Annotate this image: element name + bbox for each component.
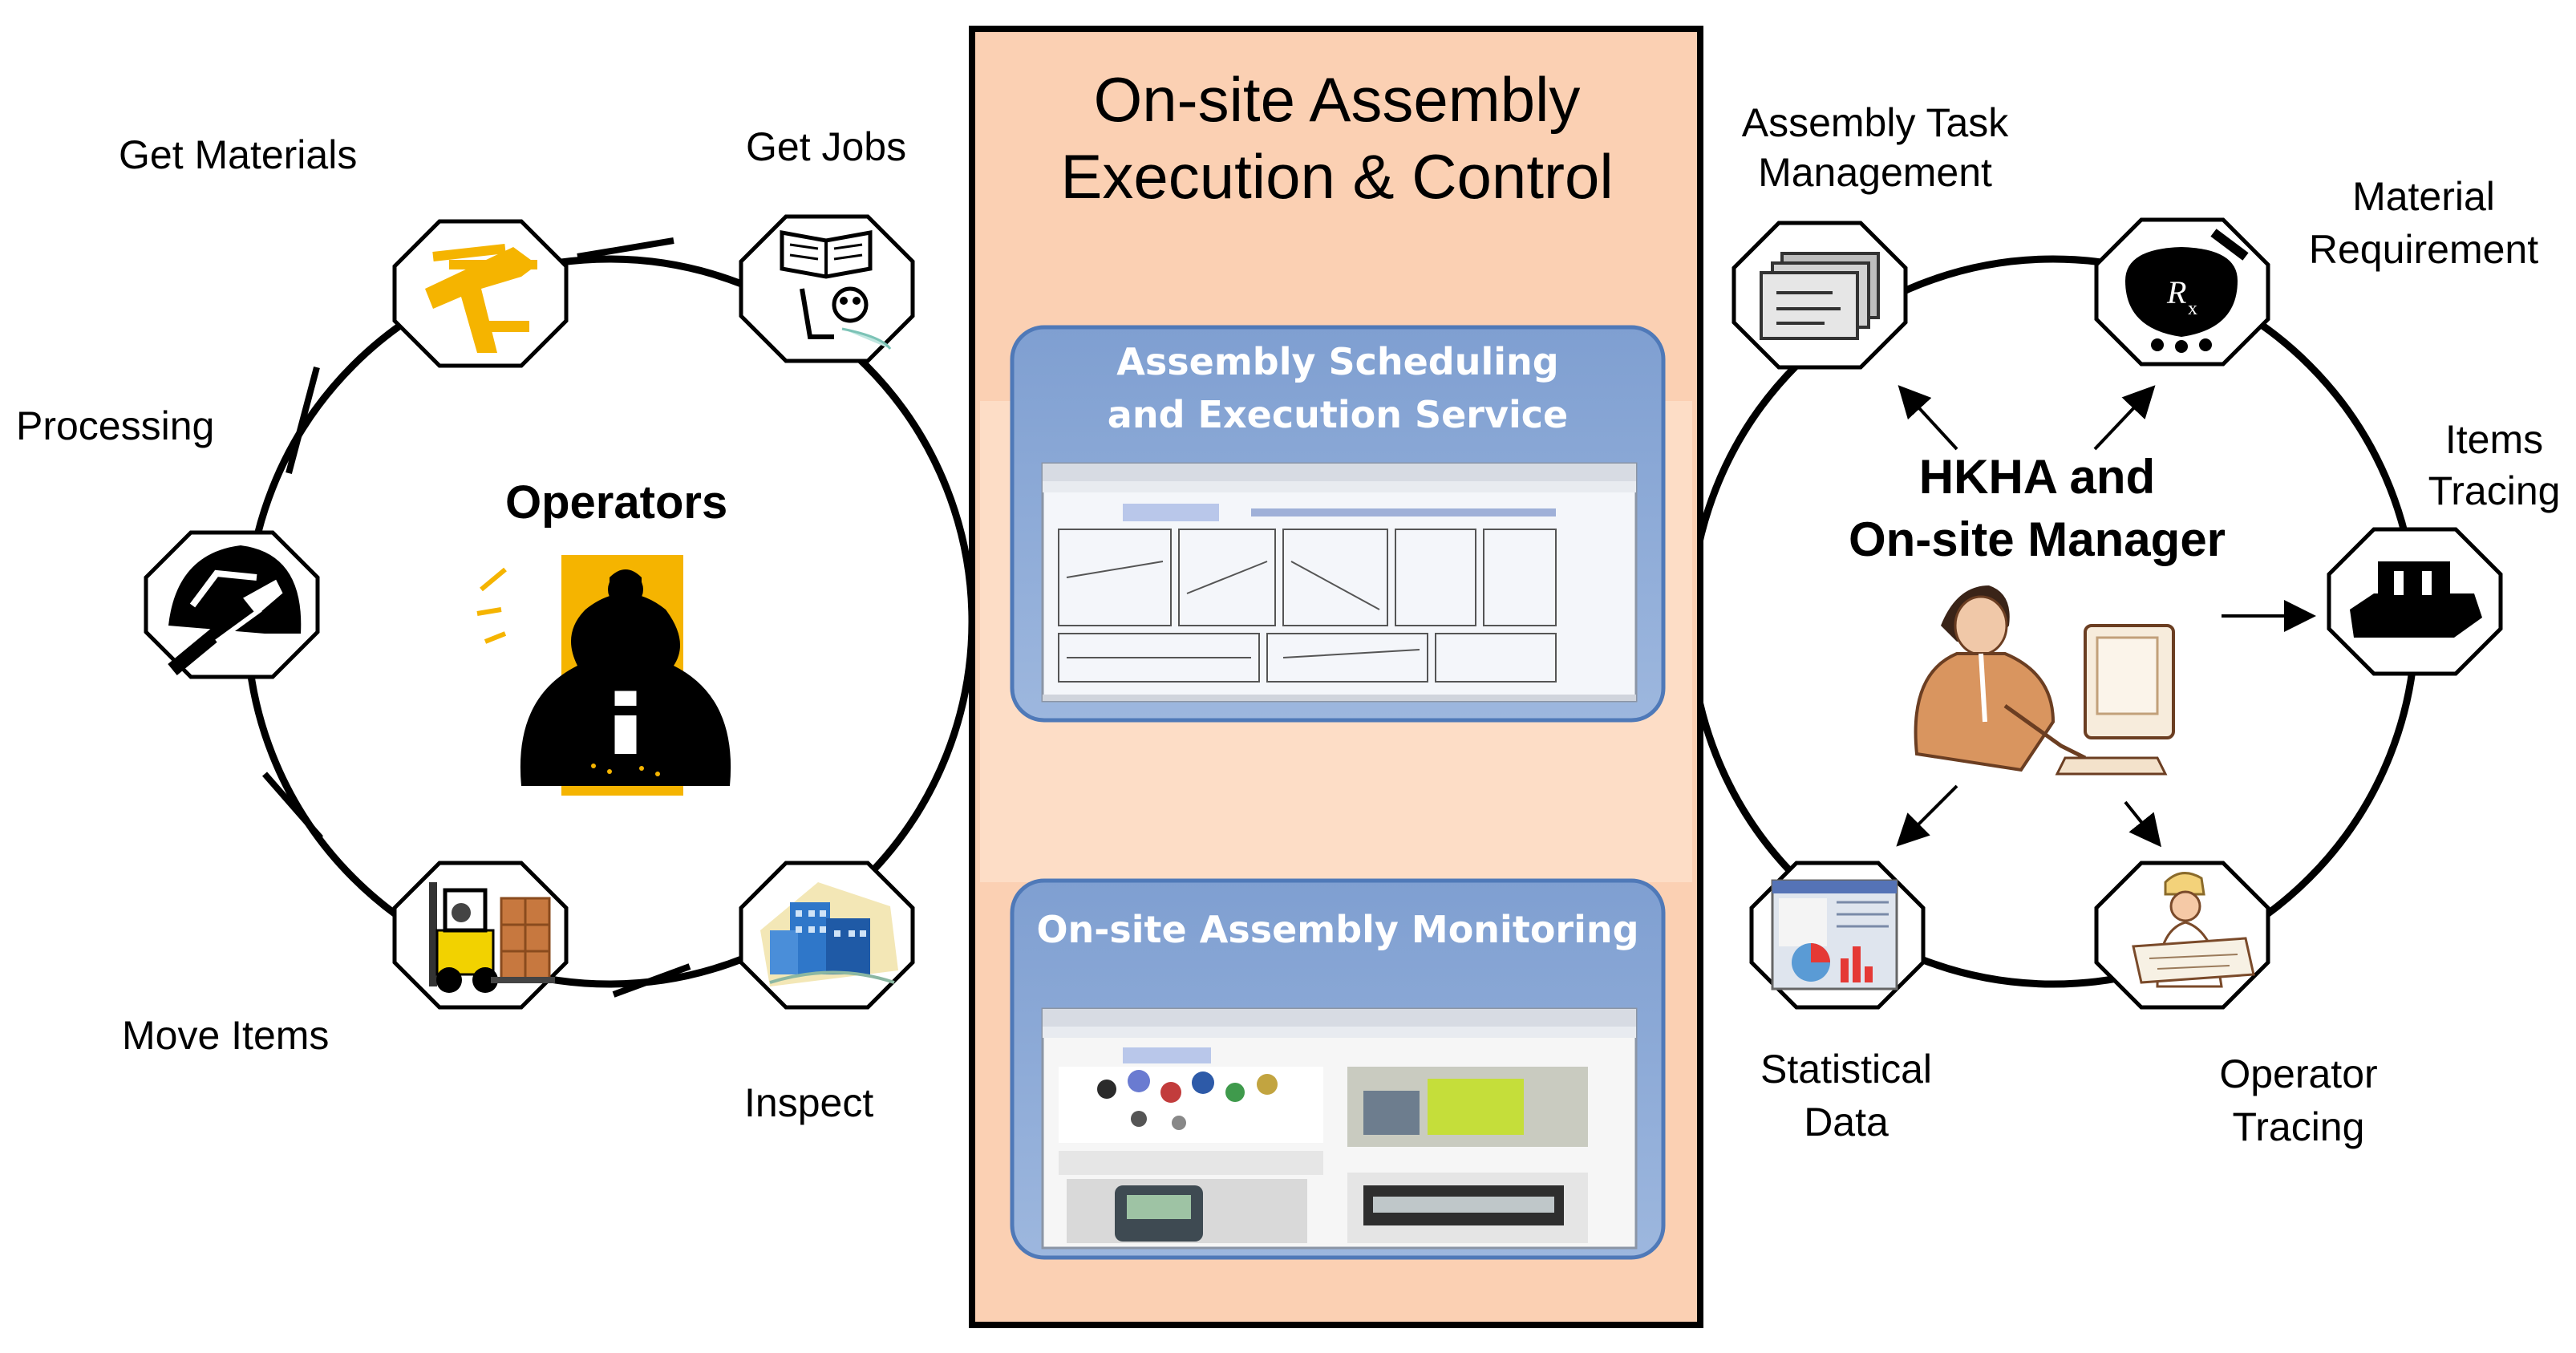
node-assembly-task-management: [1732, 221, 1908, 370]
node-statistical-data: [1749, 861, 1926, 1010]
cycle-arrow-lowleft: [261, 772, 324, 841]
panel-title: On-site Assembly Execution & Control: [972, 61, 1702, 215]
cycle-arrow-left: [286, 366, 320, 475]
service-title-monitoring: On-site Assembly Monitoring: [1012, 903, 1663, 956]
label-assembly-task-management: Assembly Task Management: [1742, 98, 2009, 197]
label-material-requirement-line1: Material: [2352, 174, 2495, 219]
forklift-icon: [429, 882, 555, 993]
arrow-to-material-requirement: [2093, 385, 2156, 451]
tags-photo: [1059, 1067, 1323, 1143]
label-statistical-data-line2: Data: [1804, 1100, 1889, 1144]
mortar-pestle-icon: R x: [2125, 229, 2249, 353]
book-reading-icon: [780, 230, 892, 350]
label-items-tracing-line1: Items: [2444, 417, 2544, 462]
device-photo: [1347, 1173, 1588, 1243]
node-processing: [144, 530, 320, 679]
label-operator-tracing-line1: Operator: [2219, 1051, 2378, 1096]
node-inspect: [739, 861, 915, 1010]
item-block-icon: [2350, 561, 2482, 638]
engineer-icon: [2132, 872, 2255, 988]
service-title-scheduling-line1: Assembly Scheduling: [1116, 340, 1559, 383]
node-items-tracing: [2327, 527, 2503, 676]
panel-title-line1: On-site Assembly: [1093, 64, 1581, 135]
label-operators: Operators: [505, 476, 728, 529]
label-items-tracing: Items Tracing: [2428, 414, 2561, 516]
statistics-screen-icon: [1771, 879, 1898, 990]
label-move-items: Move Items: [122, 1013, 330, 1058]
service-title-scheduling-line2: and Execution Service: [1107, 393, 1569, 436]
service-card-scheduling: [1010, 325, 1666, 723]
node-move-items: [392, 861, 569, 1010]
svg-text:x: x: [2188, 298, 2197, 319]
label-get-jobs: Get Jobs: [746, 124, 907, 169]
scheduling-screenshot: [1041, 462, 1638, 703]
worker-drill-icon: [476, 555, 731, 796]
manager-arrows: [1896, 385, 2316, 848]
panel-title-line2: Execution & Control: [1060, 141, 1614, 212]
label-assembly-task-management-line2: Management: [1758, 150, 1992, 195]
cycle-arrow-top: [577, 237, 674, 260]
label-operator-tracing-line2: Tracing: [2232, 1104, 2365, 1149]
label-statistical-data: Statistical Data: [1760, 1043, 1932, 1148]
node-get-materials: [392, 219, 569, 368]
service-title-scheduling: Assembly Scheduling and Execution Servic…: [1012, 335, 1663, 441]
label-inspect: Inspect: [744, 1080, 874, 1125]
arrow-to-task-management: [1898, 385, 1958, 451]
hard-hat-hammer-icon: [168, 545, 302, 675]
reader-photo: [1067, 1179, 1307, 1243]
worker-photo: [1347, 1067, 1588, 1147]
node-operator-tracing: [2094, 861, 2270, 1010]
service-card-monitoring: [1010, 878, 1666, 1260]
label-get-materials: Get Materials: [119, 132, 358, 177]
documents-icon: [1760, 252, 1880, 340]
node-get-jobs: [739, 214, 915, 363]
label-material-requirement-line2: Requirement: [2308, 227, 2539, 272]
svg-text:R: R: [2166, 274, 2186, 310]
arrow-to-operator-tracing: [2124, 800, 2161, 848]
service-title-monitoring-line1: On-site Assembly Monitoring: [1036, 908, 1639, 951]
center-panel: [969, 26, 1703, 1328]
label-hkha-line2: On-site Manager: [1848, 512, 2226, 566]
label-hkha-manager: HKHA and On-site Manager: [1788, 446, 2286, 571]
building-icon: [760, 882, 898, 986]
label-assembly-task-management-line1: Assembly Task: [1741, 100, 2009, 145]
manager-computer-icon: [1914, 585, 2175, 776]
monitoring-screenshot: [1041, 1007, 1638, 1250]
label-hkha-line1: HKHA and: [1918, 450, 2156, 504]
arrow-to-statistical-data: [1896, 784, 1958, 847]
label-operator-tracing: Operator Tracing: [2219, 1047, 2377, 1153]
label-statistical-data-line1: Statistical: [1760, 1047, 1932, 1092]
label-material-requirement: Material Requirement: [2309, 170, 2538, 276]
node-material-requirement: R x: [2094, 217, 2270, 367]
label-items-tracing-line2: Tracing: [2428, 468, 2561, 513]
cycle-arrow-bottom: [612, 963, 691, 998]
crane-icon: [425, 244, 537, 353]
label-processing: Processing: [16, 403, 215, 448]
